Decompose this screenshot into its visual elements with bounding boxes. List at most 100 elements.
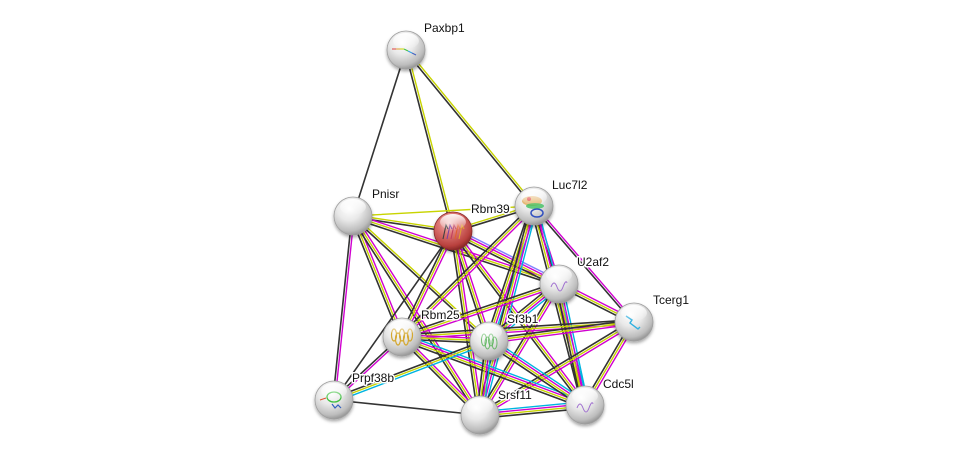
edge-line-coexpression	[532, 205, 634, 324]
edges-layer	[332, 48, 637, 420]
edge-line-cooccurrence	[453, 227, 562, 282]
edge-line-databases	[490, 337, 588, 403]
edge-line-coexpression	[478, 319, 634, 414]
edge-pnisr-luc7l2[interactable]	[352, 205, 535, 217]
edge-line-experiments	[401, 335, 587, 405]
edge-line-coexpression	[333, 230, 454, 401]
edge-tcerg1-srsf11[interactable]	[478, 319, 636, 418]
edge-line-coexpression	[332, 215, 353, 401]
edge-line-coexpression	[352, 49, 407, 217]
node-gloss-highlight	[389, 320, 415, 336]
node-label: Luc7l2	[552, 178, 588, 192]
edge-line-experiments	[481, 284, 562, 417]
edge-line-databases	[402, 333, 587, 403]
node-gloss-highlight	[440, 214, 466, 230]
node-gloss-highlight	[321, 383, 347, 399]
protein-structure-icon	[530, 208, 544, 218]
edge-line-coexpression	[399, 229, 452, 337]
edge-line-coexpression	[401, 319, 635, 336]
edge-line-experiments	[488, 323, 635, 344]
edge-u2af2-cdc5l[interactable]	[554, 282, 589, 407]
edge-pnisr-prpf38b[interactable]	[332, 215, 355, 401]
node-gloss-highlight	[546, 267, 572, 283]
edge-u2af2-srsf11[interactable]	[477, 282, 562, 417]
protein-structure-icon	[550, 281, 568, 292]
node-label-halo: Luc7l2	[552, 178, 588, 192]
edge-line-experiments	[402, 206, 537, 340]
edge-line-coexpression	[399, 203, 534, 337]
edge-line-coexpression	[332, 338, 490, 399]
protein-structure-icon	[576, 402, 594, 413]
node-gloss-highlight	[467, 398, 493, 414]
protein-structure-icon	[403, 48, 409, 52]
edge-tcerg1-sf3b1[interactable]	[487, 319, 635, 344]
edge-rbm39-u2af2[interactable]	[450, 227, 562, 288]
edge-line-textmining	[400, 337, 586, 407]
edge-line-textmining	[452, 230, 481, 416]
node-label: Tcerg1	[653, 293, 689, 307]
edge-rbm25-cdc5l[interactable]	[400, 333, 587, 409]
edge-rbm39-srsf11[interactable]	[450, 229, 483, 417]
node-label: Paxbp1	[424, 21, 465, 35]
edge-sf3b1-prpf38b[interactable]	[332, 338, 491, 403]
node-label: Prpf38b	[352, 371, 394, 385]
edge-luc7l2-rbm25[interactable]	[399, 203, 537, 340]
edge-line-coexpression	[404, 49, 534, 208]
edge-line-coexpression	[530, 206, 583, 407]
node-label-halo: Rbm25	[421, 308, 460, 322]
node-label: Rbm39	[471, 202, 510, 216]
edge-line-experiments	[534, 204, 636, 322]
edge-rbm39-prpf38b[interactable]	[333, 230, 454, 401]
node-label-halo: Prpf38b	[352, 371, 394, 385]
edge-line-textmining	[352, 215, 403, 338]
edge-line-textmining	[401, 205, 535, 338]
edge-line-coexpression	[450, 230, 488, 343]
protein-structure-icon	[407, 50, 413, 54]
edge-line-textmining	[406, 48, 536, 207]
edge-u2af2-rbm25[interactable]	[400, 281, 561, 340]
protein-structure-icon	[331, 403, 342, 409]
edge-paxbp1-pnisr[interactable]	[352, 49, 407, 217]
node-label-halo: Srsf11	[498, 388, 532, 402]
edge-line-textmining	[401, 230, 454, 338]
edge-line-coexpression	[486, 342, 584, 409]
edge-line-textmining	[479, 283, 560, 416]
node-gloss-highlight	[572, 388, 598, 404]
edge-line-experiments	[480, 205, 536, 416]
edge-line-experiments	[354, 214, 483, 415]
nodes-layer: Paxbp1Paxbp1PnisrPnisrRbm39Rbm39Luc7l2Lu…	[314, 20, 691, 435]
node-label-halo: Pnisr	[372, 187, 399, 201]
edge-line-textmining	[401, 283, 560, 338]
node-label-halo: U2af2	[577, 255, 609, 269]
edge-line-textmining	[406, 49, 455, 232]
edge-line-textmining	[488, 321, 635, 342]
edge-paxbp1-rbm39[interactable]	[404, 49, 455, 233]
edge-line-experiments	[402, 285, 561, 340]
edge-rbm39-rbm25[interactable]	[399, 229, 456, 339]
edge-line-textmining	[352, 205, 535, 217]
node-label: Pnisr	[372, 187, 399, 201]
edge-line-databases	[561, 282, 589, 406]
edge-luc7l2-tcerg1[interactable]	[532, 204, 636, 324]
edge-line-experiments	[559, 283, 587, 406]
edge-line-coexpression	[404, 49, 453, 233]
node-label: Rbm25	[421, 308, 460, 322]
edge-line-experiments	[334, 215, 355, 401]
node-label-halo: Rbm39	[471, 202, 510, 216]
edge-paxbp1-luc7l2[interactable]	[404, 48, 536, 208]
edge-line-textmining	[352, 215, 481, 416]
node-gloss-highlight	[393, 33, 419, 49]
edge-line-textmining	[451, 231, 560, 286]
edge-prpf38b-srsf11[interactable]	[333, 399, 481, 416]
